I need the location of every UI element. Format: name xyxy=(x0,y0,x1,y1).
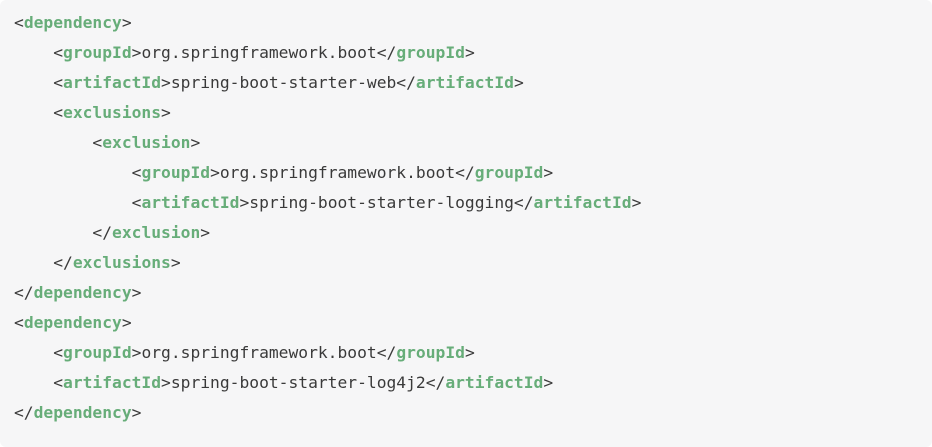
code-line: <groupId>org.springframework.boot</group… xyxy=(14,38,918,68)
xml-text: > xyxy=(161,103,171,122)
xml-text: > xyxy=(121,13,132,32)
code-line: </dependency> xyxy=(14,278,918,308)
xml-text: >spring-boot-starter-web</ xyxy=(161,73,416,92)
xml-tag-name: artifactId xyxy=(63,373,162,392)
xml-tag-name: dependency xyxy=(33,283,132,302)
xml-tag-name: exclusions xyxy=(72,253,171,272)
xml-tag-name: artifactId xyxy=(141,193,240,212)
xml-text: </ xyxy=(14,223,113,242)
xml-text: >spring-boot-starter-log4j2</ xyxy=(161,373,446,392)
xml-text: > xyxy=(543,373,554,392)
xml-tag-name: groupId xyxy=(141,163,211,182)
code-line: <dependency> xyxy=(14,8,918,38)
xml-text: >org.springframework.boot</ xyxy=(210,163,475,182)
code-line: <artifactId>spring-boot-starter-logging<… xyxy=(14,188,918,218)
xml-text: > xyxy=(131,403,142,422)
xml-tag-name: groupId xyxy=(396,343,465,362)
xml-text: > xyxy=(464,43,475,62)
xml-text: > xyxy=(513,73,524,92)
xml-text: >spring-boot-starter-logging</ xyxy=(239,193,534,212)
xml-tag-name: dependency xyxy=(23,13,122,32)
code-line: </exclusions> xyxy=(14,248,918,278)
xml-text: > xyxy=(200,223,211,242)
xml-text: < xyxy=(14,103,64,122)
xml-text: >org.springframework.boot</ xyxy=(131,343,397,362)
xml-tag-name: artifactId xyxy=(533,193,632,212)
xml-tag-name: dependency xyxy=(33,403,132,422)
xml-text: > xyxy=(170,253,181,272)
xml-tag-name: groupId xyxy=(396,43,465,62)
code-line: <artifactId>spring-boot-starter-web</art… xyxy=(14,68,918,98)
code-line: <exclusion> xyxy=(14,128,918,158)
xml-text: > xyxy=(190,133,201,152)
xml-tag-name: exclusions xyxy=(63,103,162,122)
xml-text: < xyxy=(14,163,142,182)
xml-tag-name: groupId xyxy=(63,43,132,62)
xml-tag-name: artifactId xyxy=(445,373,544,392)
xml-tag-name: exclusion xyxy=(102,133,191,152)
xml-text: > xyxy=(543,163,554,182)
code-line: </dependency> xyxy=(14,398,918,428)
xml-tag-name: artifactId xyxy=(415,73,514,92)
code-line: <dependency> xyxy=(14,308,918,338)
xml-text: < xyxy=(14,313,24,332)
xml-tag-name: artifactId xyxy=(63,73,162,92)
xml-text: > xyxy=(464,343,475,362)
xml-text: > xyxy=(121,313,132,332)
xml-text: < xyxy=(14,133,103,152)
xml-text: < xyxy=(14,193,142,212)
xml-tag-name: groupId xyxy=(474,163,544,182)
code-line: </exclusion> xyxy=(14,218,918,248)
xml-text: < xyxy=(14,13,24,32)
xml-tag-name: groupId xyxy=(63,343,132,362)
xml-text: > xyxy=(131,283,142,302)
xml-text: </ xyxy=(14,283,34,302)
xml-text: > xyxy=(631,193,642,212)
xml-text: < xyxy=(14,343,64,362)
code-line: <groupId>org.springframework.boot</group… xyxy=(14,338,918,368)
code-line: <groupId>org.springframework.boot</group… xyxy=(14,158,918,188)
xml-text: </ xyxy=(14,403,34,422)
xml-text: < xyxy=(14,73,64,92)
xml-text: </ xyxy=(14,253,73,272)
code-line: <artifactId>spring-boot-starter-log4j2</… xyxy=(14,368,918,398)
xml-text: < xyxy=(14,43,64,62)
xml-tag-name: exclusion xyxy=(112,223,201,242)
xml-tag-name: dependency xyxy=(23,313,122,332)
code-line: <exclusions> xyxy=(14,98,918,128)
xml-text: < xyxy=(14,373,64,392)
xml-text: >org.springframework.boot</ xyxy=(131,43,397,62)
